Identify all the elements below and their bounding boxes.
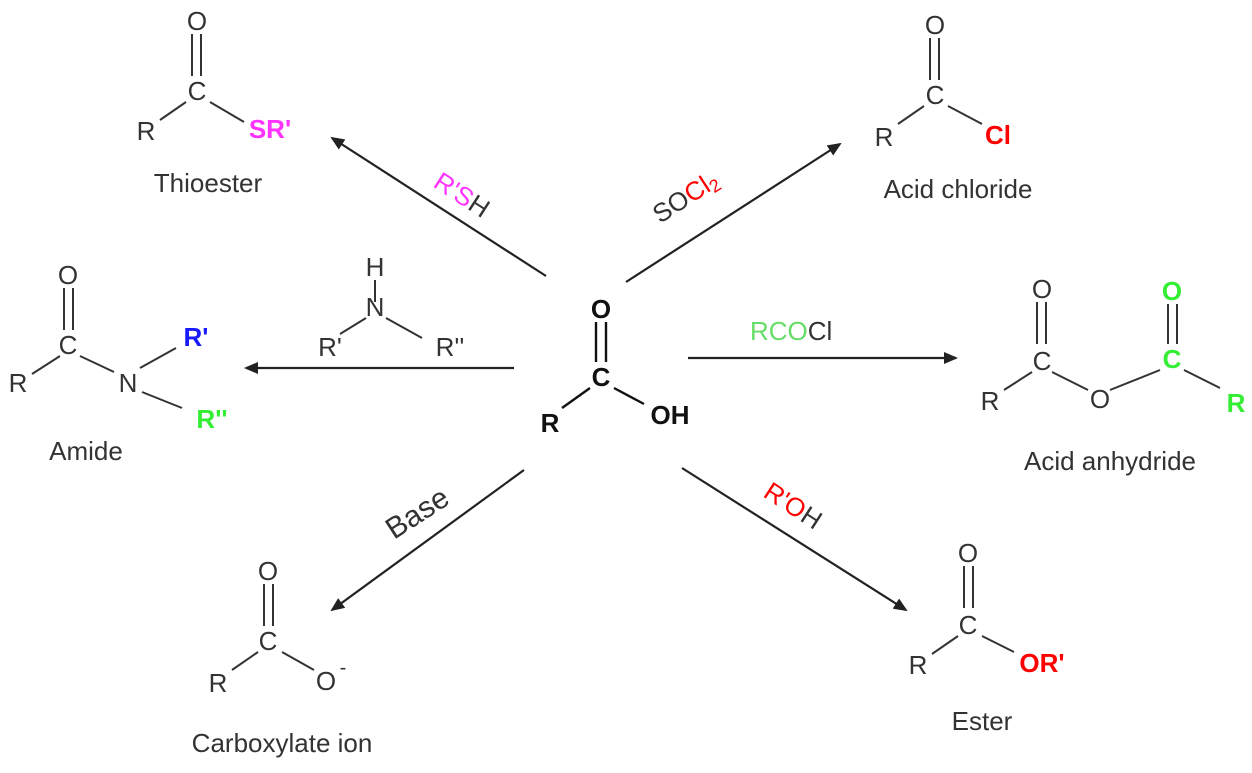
anhydride-c1-o-bond [1051,371,1089,391]
center-hydroxyl: OH [651,400,690,430]
thioester-sr-group: SR' [249,114,291,144]
amide-nitrogen: N [119,368,138,398]
acid-anhydride: O C R O O C R Acid anhydride [981,274,1246,476]
carboxylate-carbon: C [259,626,278,656]
amide-r-bond [31,355,61,375]
amine-r1-group: R' [318,332,342,362]
carboxylate-ion: O C R O - Carboxylate ion [192,556,373,758]
center-r-group: R [541,408,560,438]
amine-hydrogen: H [366,252,385,282]
ester-carbon: C [959,610,978,640]
anhydride-bridge-oxygen: O [1090,384,1110,414]
amide: O C R N R' R'' Amide [9,260,228,466]
amide-r-group: R [9,368,28,398]
reagent-thionyl-chloride: SOCl2 [647,165,725,231]
anhydride-o-c2-bond [1109,369,1161,391]
anhydride-c2-r2-bond [1183,369,1221,389]
ester-or-group: OR' [1019,648,1064,678]
amine-r2-group: R'' [436,332,465,362]
ester-label: Ester [952,706,1013,736]
amine-n-r2-bond [385,317,423,339]
amide-carbon: C [59,330,78,360]
amide-n-bond [79,355,115,373]
anhydride-carbon-1: C [1033,346,1052,376]
carboxylate-r-group: R [209,668,228,698]
thioester-s-bond [209,101,245,123]
anhydride-label: Acid anhydride [1024,446,1196,476]
thioester-r-bond [159,101,187,121]
anhydride-r-group-1: R [981,386,1000,416]
reagent-thiol: R'SH [429,166,496,224]
acid-chloride-label: Acid chloride [884,174,1033,204]
carboxylate-oxygen: O [258,556,278,586]
reagent-acyl-chloride: RCOCl [750,316,832,346]
center-oxygen: O [591,294,611,324]
arrow-to-carboxylate [330,469,525,612]
center-carbon: C [592,362,611,392]
amide-label: Amide [49,436,123,466]
acid-chloride-cl-bond [947,105,983,125]
ester-o-bond [981,635,1015,653]
carboxylate-r-bond [231,651,259,671]
carboxylic-acid: O C R OH [541,294,690,438]
amide-n-r1-bond [139,347,177,369]
thioester-label: Thioester [154,168,263,198]
ester-r-group: R [909,650,928,680]
acid-chloride-oxygen: O [925,10,945,40]
arrow-to-acid-chloride [625,142,842,283]
amine-nitrogen: N [366,292,385,322]
amine-reagent: H N R' R'' [318,252,464,362]
amide-oxygen: O [58,260,78,290]
amide-r2-group: R'' [196,404,227,434]
ester-oxygen: O [958,538,978,568]
arrow-to-ester [681,467,908,612]
anhydride-r-group-2: R [1227,388,1246,418]
acid-chloride-carbon: C [926,80,945,110]
amine-n-r1-bond [339,317,367,335]
reagent-alcohol: R'OH [759,476,828,535]
ester: O C R OR' Ester [909,538,1065,736]
arrow-to-thioester [330,136,547,277]
anhydride-r1-bond [1003,371,1033,391]
thioester: O C R SR' Thioester [137,6,292,198]
anhydride-oxygen-1: O [1032,274,1052,304]
anhydride-oxygen-2: O [1162,276,1182,306]
anhydride-carbon-2: C [1163,344,1182,374]
reagent-base: Base [380,481,455,546]
acid-chloride-r-group: R [875,122,894,152]
thioester-oxygen: O [187,6,207,36]
amide-n-r2-bond [141,391,183,409]
carboxylate-anionic-oxygen: O [316,666,336,696]
ester-r-bond [931,635,959,655]
c-oh-bond [613,386,645,406]
acid-chloride-r-bond [897,105,925,125]
thioester-r-group: R [137,116,156,146]
carboxylate-label: Carboxylate ion [192,728,373,758]
acid-chloride-chlorine: Cl [985,120,1011,150]
carboxylate-o-bond [281,651,315,671]
c-r-bond [561,387,591,409]
carboxylate-charge: - [340,657,347,679]
amide-r1-group: R' [184,322,209,352]
acid-chloride: O C R Cl Acid chloride [875,10,1033,204]
thioester-carbon: C [188,76,207,106]
